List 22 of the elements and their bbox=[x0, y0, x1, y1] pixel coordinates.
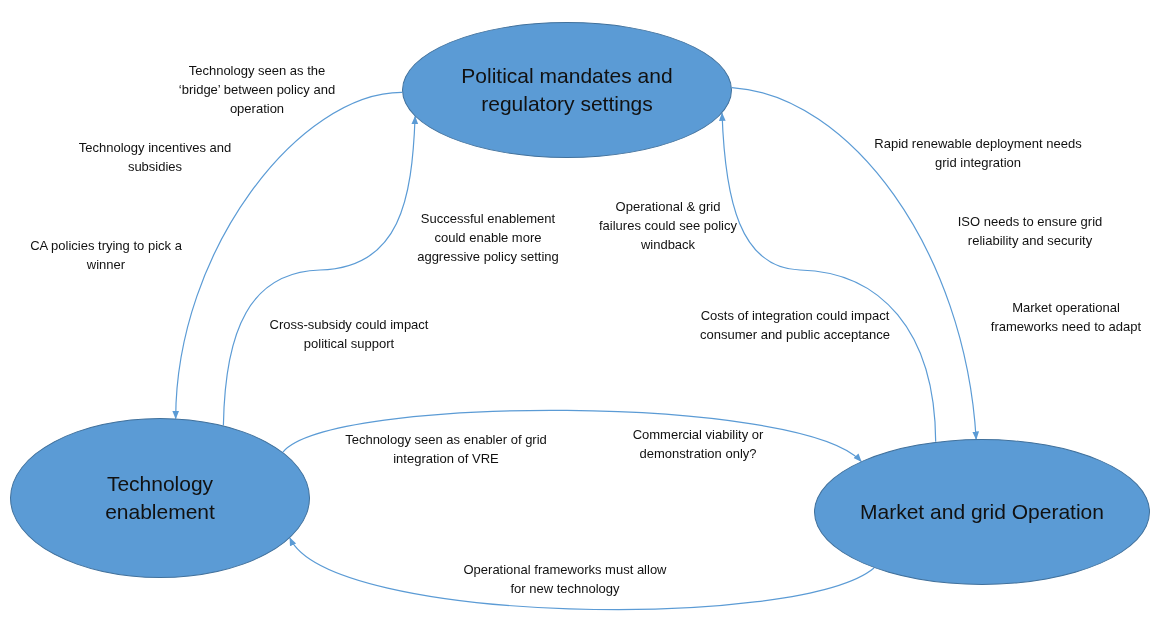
node-title: Market and grid Operation bbox=[859, 499, 1105, 526]
annotation-text: Market operational frameworks need to adapt bbox=[989, 299, 1143, 336]
annotation-text: Rapid renewable deployment needs grid integration bbox=[873, 135, 1083, 172]
annotation-text: Costs of integration could impact consumer and public acceptance bbox=[698, 307, 892, 344]
annotation-text: ISO needs to ensure grid reliability and security bbox=[956, 213, 1104, 250]
node-title: Political mandates and regulatory settings bbox=[460, 63, 674, 117]
annotation-text: Commercial viability or demonstration only? bbox=[631, 426, 765, 463]
annotation-text: Technology seen as enabler of grid integration of VRE bbox=[344, 431, 548, 468]
curved-arrow bbox=[289, 537, 875, 611]
curved-arrow bbox=[172, 91, 403, 420]
curved-arrow bbox=[731, 87, 979, 440]
annotation-text: Cross-subsidy could impact political support bbox=[268, 316, 430, 353]
annotation-text: CA policies trying to pick a winner bbox=[29, 237, 183, 274]
annotation-text: Operational & grid failures could see policy windback bbox=[598, 197, 738, 254]
annotation-text: Operational frameworks must allow for new technology bbox=[462, 561, 668, 598]
node-title: Technology enablement bbox=[104, 471, 216, 525]
annotation-text: Successful enablement could enable more aggressive policy setting bbox=[416, 209, 560, 266]
curved-arrow bbox=[282, 409, 862, 462]
annotation-text: Technology incentives and subsidies bbox=[77, 139, 233, 176]
annotation-text: Technology seen as the ‘bridge’ between policy and operation bbox=[177, 61, 337, 118]
curved-arrow bbox=[719, 112, 937, 443]
curved-arrow bbox=[222, 115, 419, 427]
